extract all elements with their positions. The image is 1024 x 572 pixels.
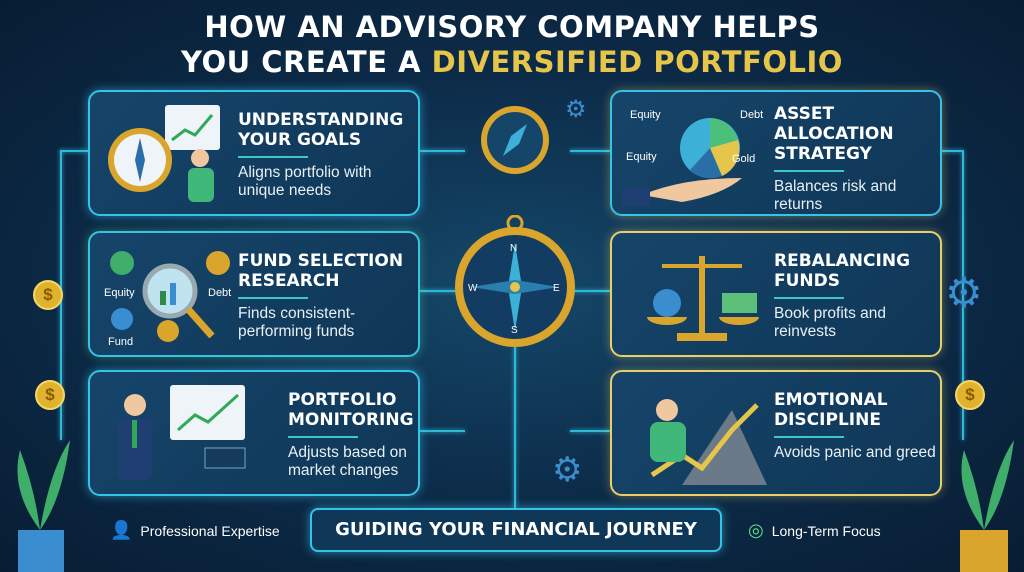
card-title: Fund Selection Research	[238, 251, 404, 291]
coin-icon: $	[33, 280, 63, 310]
label-debt: Debt	[208, 287, 231, 299]
card-title: Understanding Your Goals	[238, 110, 404, 150]
compass-person-illustration	[108, 105, 220, 202]
compass-n: N	[510, 243, 517, 254]
card-understanding-goals: Understanding Your GoalsAligns portfolio…	[88, 90, 420, 216]
connector	[570, 150, 610, 152]
card-emotional-discipline: Emotional DisciplineAvoids panic and gre…	[610, 370, 942, 496]
card-title: Portfolio Monitoring	[288, 390, 414, 430]
monitoring-illustration	[118, 385, 246, 480]
coin-icon: $	[35, 380, 65, 410]
compass-w: W	[468, 283, 478, 294]
footer-professional-expertise: 👤 Professional Expertise	[110, 520, 280, 541]
connector	[570, 290, 610, 292]
gear-icon: ⚙	[552, 451, 583, 489]
title-line-1: HOW AN ADVISORY COMPANY HELPS	[204, 10, 820, 44]
card-desc: Adjusts based on market changes	[288, 444, 407, 479]
card-rebalancing: Rebalancing FundsBook profits and reinve…	[610, 231, 942, 357]
card-desc: Finds consistent-performing funds	[238, 305, 356, 340]
gear-icon: ⚙	[945, 269, 983, 316]
card-title: Rebalancing Funds	[774, 251, 911, 291]
coin-icon: $	[955, 380, 985, 410]
footer-long-term-focus: ◎ Long-Term Focus	[748, 520, 881, 541]
plant-icon	[960, 440, 1014, 572]
card-desc: Book profits and reinvests	[774, 305, 887, 340]
connector	[420, 430, 465, 432]
card-desc: Aligns portfolio with unique needs	[238, 164, 372, 199]
card-desc: Balances risk and returns	[774, 178, 897, 213]
label-equity: Equity	[104, 287, 135, 299]
title-highlight: DIVERSIFIED PORTFOLIO	[431, 45, 843, 79]
label-equity: Equity	[626, 151, 657, 163]
gear-icon: ⚙	[565, 96, 587, 123]
main-compass: N S E W	[455, 215, 575, 347]
connector	[420, 290, 460, 292]
connector	[420, 150, 465, 152]
connector	[570, 430, 610, 432]
card-desc: Avoids panic and greed	[774, 444, 936, 461]
connector	[940, 150, 962, 152]
label-equity: Equity	[630, 109, 661, 121]
compass-e: E	[553, 283, 560, 294]
compass-s: S	[511, 325, 518, 336]
footer-left-label: Professional Expertise	[140, 522, 280, 539]
footer-right-label: Long-Term Focus	[771, 522, 881, 539]
card-title: Emotional Discipline	[774, 390, 888, 430]
title-line-2: YOU CREATE A DIVERSIFIED PORTFOLIO	[0, 45, 1024, 80]
connector	[514, 345, 516, 508]
label-debt: Debt	[740, 109, 763, 121]
connector	[962, 150, 964, 440]
card-title: Asset Allocation Strategy	[774, 104, 894, 164]
label-fund: Fund	[108, 336, 133, 348]
target-icon: ◎	[748, 520, 764, 540]
label-gold: Gold	[732, 153, 755, 165]
scale-illustration	[647, 256, 759, 341]
mountain-person-illustration	[650, 399, 767, 485]
card-portfolio-monitoring: Portfolio MonitoringAdjusts based on mar…	[88, 370, 420, 496]
connector	[60, 150, 88, 152]
person-icon: 👤	[110, 520, 133, 540]
small-compass-icon	[481, 106, 549, 174]
page-title: HOW AN ADVISORY COMPANY HELPS YOU CREATE…	[0, 10, 1024, 80]
title-prefix: YOU CREATE A	[181, 45, 432, 79]
plant-icon	[17, 440, 70, 572]
banner: GUIDING YOUR FINANCIAL JOURNEY	[310, 508, 722, 552]
